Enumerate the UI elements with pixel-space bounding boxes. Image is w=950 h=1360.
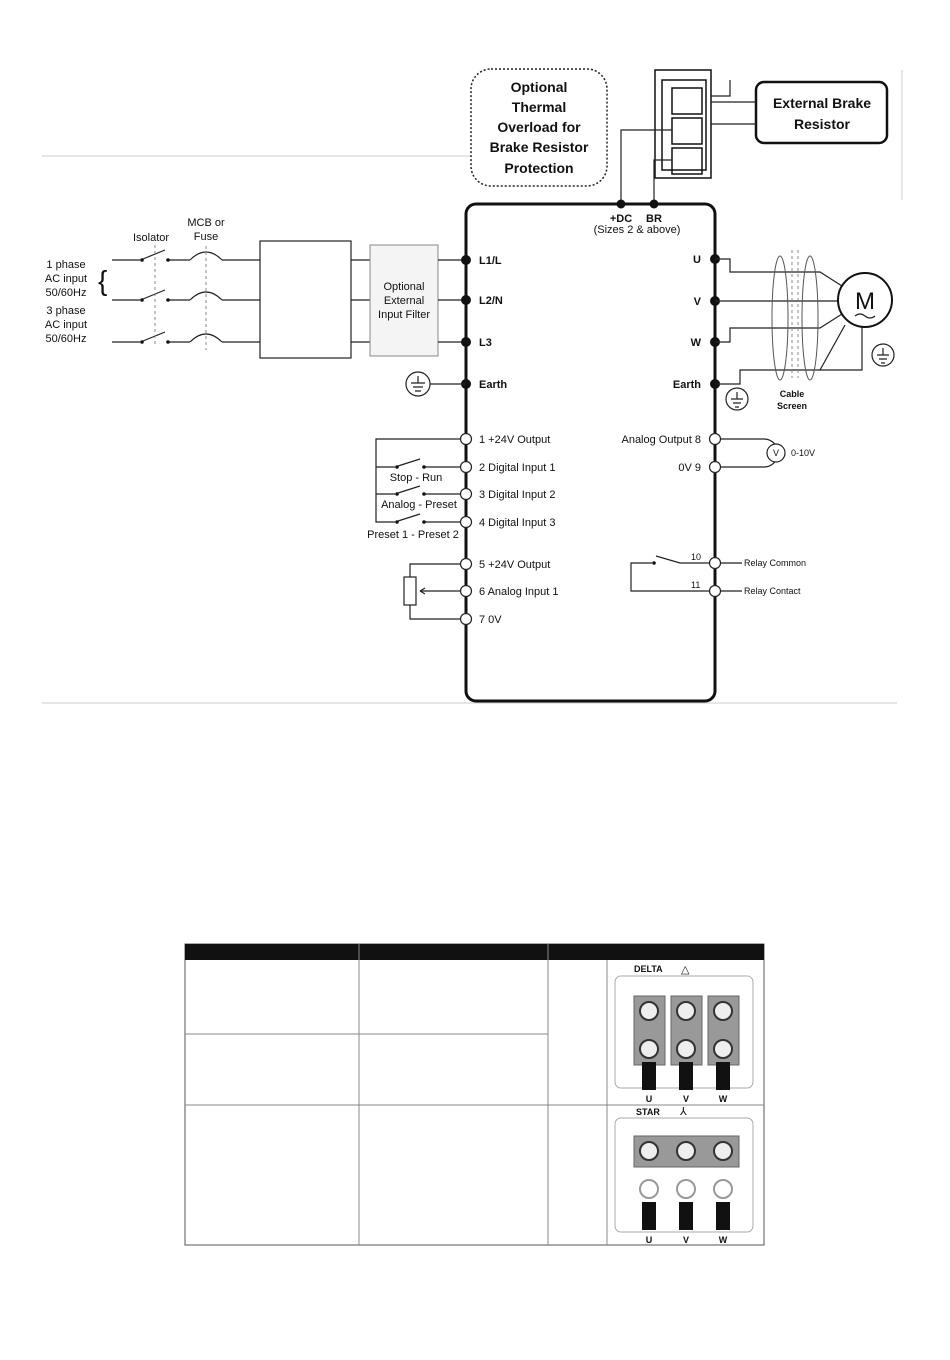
input-labels: 1 phase AC input 50/60Hz 3 phase AC inpu… xyxy=(45,217,225,345)
power-terminals-right: U V W Earth M Cable Screen xyxy=(673,250,895,411)
svg-text:V: V xyxy=(683,1094,689,1104)
power-terminals-left: L1/L L2/N L3 Earth xyxy=(405,255,507,397)
svg-text:L3: L3 xyxy=(479,337,492,349)
svg-text:6 Analog Input 1: 6 Analog Input 1 xyxy=(479,586,559,598)
delta-terminal-block: DELTA △ U V W xyxy=(614,964,754,1104)
svg-text:Overload for: Overload for xyxy=(497,119,581,135)
svg-text:Thermal: Thermal xyxy=(512,99,566,115)
svg-text:Analog Output 8: Analog Output 8 xyxy=(621,434,701,446)
svg-text:0-10V: 0-10V xyxy=(791,448,815,458)
svg-text:W: W xyxy=(691,337,702,349)
svg-text:Earth: Earth xyxy=(479,379,507,391)
motor-icon xyxy=(837,272,893,328)
svg-text:W: W xyxy=(719,1235,728,1245)
svg-text:AC input: AC input xyxy=(45,273,87,285)
svg-text:10: 10 xyxy=(691,552,701,562)
svg-text:Brake Resistor: Brake Resistor xyxy=(490,139,589,155)
svg-text:50/60Hz: 50/60Hz xyxy=(46,333,87,345)
svg-text:Relay Common: Relay Common xyxy=(744,558,806,568)
svg-text:STAR: STAR xyxy=(636,1107,660,1117)
svg-text:4 Digital Input 3: 4 Digital Input 3 xyxy=(479,517,555,529)
drive-body xyxy=(464,202,717,703)
svg-text:Optional: Optional xyxy=(511,79,568,95)
svg-text:50/60Hz: 50/60Hz xyxy=(46,287,87,299)
svg-text:Preset 1 - Preset 2: Preset 1 - Preset 2 xyxy=(367,529,459,541)
svg-text:V: V xyxy=(694,296,702,308)
svg-text:External: External xyxy=(384,295,424,307)
svg-text:U: U xyxy=(646,1094,653,1104)
control-terminals-left: 1 +24V Output 2 Digital Input 1 3 Digita… xyxy=(367,432,559,626)
svg-text:1 phase: 1 phase xyxy=(46,259,85,271)
svg-text:U: U xyxy=(693,254,701,266)
svg-text:AC input: AC input xyxy=(45,319,87,331)
svg-text:Stop - Run: Stop - Run xyxy=(390,472,443,484)
star-terminal-block: STAR ⅄ U V W xyxy=(614,1106,754,1245)
svg-text:DELTA: DELTA xyxy=(634,964,663,974)
svg-text:BR: BR xyxy=(646,213,662,225)
svg-text:3 Digital Input 2: 3 Digital Input 2 xyxy=(479,489,555,501)
svg-text:{: { xyxy=(98,265,107,296)
svg-text:M: M xyxy=(855,288,875,315)
svg-text:Cable: Cable xyxy=(780,389,805,399)
svg-text:Optional: Optional xyxy=(384,281,425,293)
dc-br-terminals: +DC BR (Sizes 2 & above) xyxy=(594,199,681,236)
svg-text:⅄: ⅄ xyxy=(679,1106,687,1118)
svg-text:Isolator: Isolator xyxy=(133,232,169,244)
control-terminals-right: Analog Output 8 0V 9 V 0-10V 10 11 Relay… xyxy=(621,432,815,598)
svg-text:L1/L: L1/L xyxy=(479,255,502,267)
svg-text:(Sizes 2 & above): (Sizes 2 & above) xyxy=(594,224,681,236)
brake-resistor-wiring xyxy=(620,69,756,204)
svg-text:Resistor: Resistor xyxy=(794,116,851,132)
svg-text:△: △ xyxy=(681,964,690,976)
svg-text:7 0V: 7 0V xyxy=(479,614,502,626)
svg-text:+DC: +DC xyxy=(610,213,632,225)
input-wiring: Optional External Input Filter xyxy=(112,240,466,359)
svg-text:3 phase: 3 phase xyxy=(46,305,85,317)
svg-text:V: V xyxy=(683,1235,689,1245)
connection-table xyxy=(184,943,765,1246)
svg-text:Input Filter: Input Filter xyxy=(378,309,430,321)
svg-text:Earth: Earth xyxy=(673,379,701,391)
svg-text:V: V xyxy=(773,448,779,458)
svg-text:MCB or: MCB or xyxy=(187,217,225,229)
svg-text:L2/N: L2/N xyxy=(479,295,503,307)
svg-text:11: 11 xyxy=(691,580,700,590)
svg-text:Analog - Preset: Analog - Preset xyxy=(381,499,457,511)
earth-icon xyxy=(405,371,431,397)
external-brake-resistor: External Brake Resistor xyxy=(754,80,889,145)
svg-text:Relay Contact: Relay Contact xyxy=(744,586,801,596)
svg-text:Protection: Protection xyxy=(504,160,573,176)
svg-text:2 Digital Input 1: 2 Digital Input 1 xyxy=(479,462,555,474)
svg-text:U: U xyxy=(646,1235,653,1245)
svg-text:External Brake: External Brake xyxy=(773,95,871,111)
svg-text:5 +24V Output: 5 +24V Output xyxy=(479,559,550,571)
svg-text:0V 9: 0V 9 xyxy=(678,462,701,474)
svg-text:Screen: Screen xyxy=(777,401,807,411)
svg-text:W: W xyxy=(719,1094,728,1104)
svg-text:Fuse: Fuse xyxy=(194,231,218,243)
thermal-overload-box: Optional Thermal Overload for Brake Resi… xyxy=(470,68,608,187)
svg-text:1 +24V Output: 1 +24V Output xyxy=(479,434,550,446)
